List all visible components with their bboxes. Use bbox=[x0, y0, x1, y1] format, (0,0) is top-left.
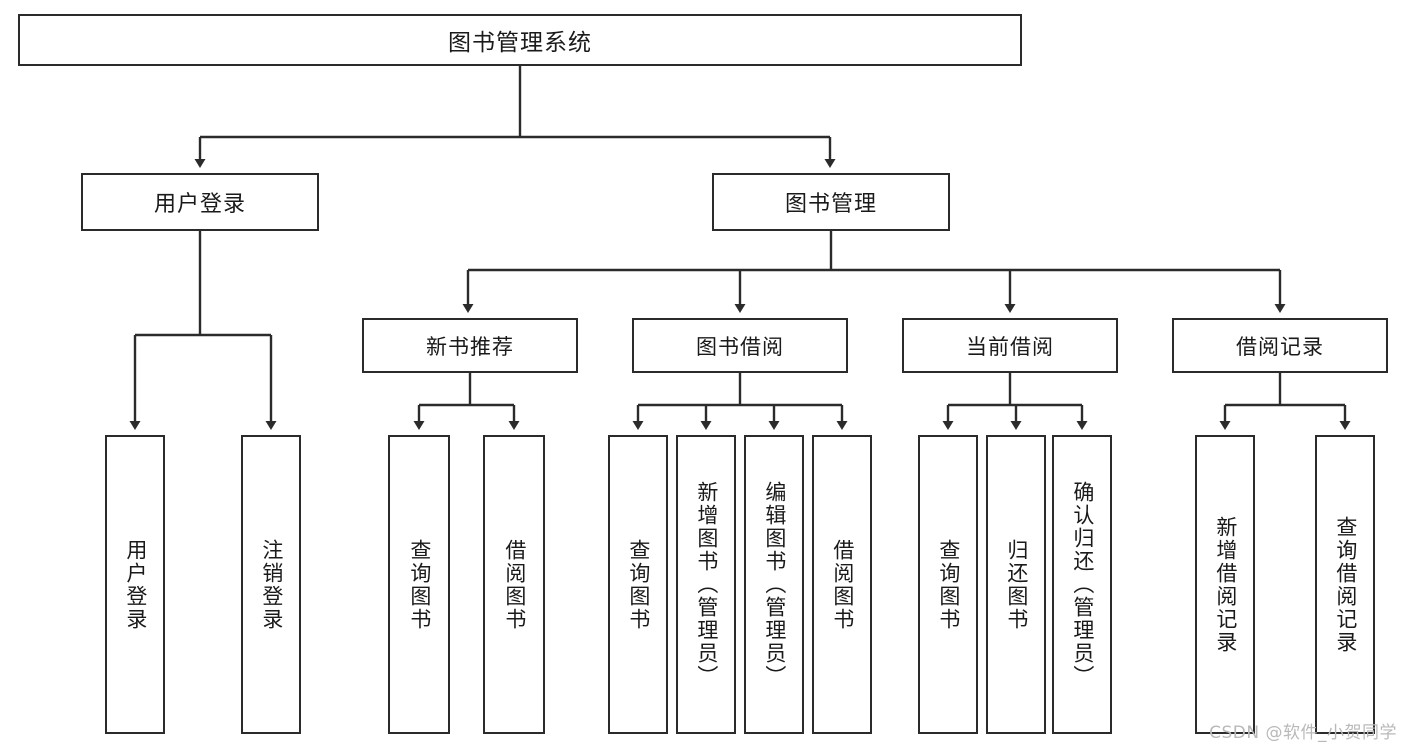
node-root[interactable]: 图书管理系统 bbox=[18, 14, 1022, 66]
node-label: 图书管理 bbox=[784, 192, 877, 217]
node-borrow-record[interactable]: 借阅记录 bbox=[1172, 318, 1388, 373]
node-leaf-add-record[interactable]: 新增借阅记录 bbox=[1195, 435, 1255, 734]
node-label: 图书借阅 bbox=[696, 334, 784, 359]
node-label: 借阅图书 bbox=[830, 538, 855, 631]
node-leaf-return-book[interactable]: 归还图书 bbox=[986, 435, 1046, 734]
node-current-borrow[interactable]: 当前借阅 bbox=[902, 318, 1118, 373]
node-label: 用户登录 bbox=[123, 538, 148, 631]
node-leaf-query-book-1[interactable]: 查询图书 bbox=[388, 435, 450, 734]
node-leaf-borrow-book-2[interactable]: 借阅图书 bbox=[812, 435, 872, 734]
node-label: 查询图书 bbox=[626, 538, 651, 631]
node-label: 查询借阅记录 bbox=[1333, 515, 1358, 654]
node-label: 当前借阅 bbox=[966, 334, 1054, 359]
node-leaf-user-logout[interactable]: 注销登录 bbox=[241, 435, 301, 734]
node-user-login[interactable]: 用户登录 bbox=[81, 173, 319, 231]
node-root-label: 图书管理系统 bbox=[448, 30, 592, 56]
node-leaf-edit-book[interactable]: 编辑图书（管理员） bbox=[744, 435, 804, 734]
node-leaf-query-book-2[interactable]: 查询图书 bbox=[608, 435, 668, 734]
node-leaf-query-record[interactable]: 查询借阅记录 bbox=[1315, 435, 1375, 734]
node-leaf-borrow-book-1[interactable]: 借阅图书 bbox=[483, 435, 545, 734]
node-label: 新书推荐 bbox=[426, 334, 514, 359]
node-label: 借阅图书 bbox=[502, 538, 527, 631]
node-label: 编辑图书（管理员） bbox=[762, 481, 787, 688]
node-new-book-recommend[interactable]: 新书推荐 bbox=[362, 318, 578, 373]
node-label: 查询图书 bbox=[936, 538, 961, 631]
watermark: CSDN @软件_小贺同学 bbox=[1209, 723, 1397, 743]
node-label: 确认归还（管理员） bbox=[1070, 481, 1095, 688]
node-leaf-confirm-return[interactable]: 确认归还（管理员） bbox=[1052, 435, 1112, 734]
node-book-manage[interactable]: 图书管理 bbox=[712, 173, 950, 231]
node-leaf-query-book-3[interactable]: 查询图书 bbox=[918, 435, 978, 734]
node-leaf-user-login[interactable]: 用户登录 bbox=[105, 435, 165, 734]
node-label: 新增借阅记录 bbox=[1213, 515, 1238, 654]
node-book-borrow[interactable]: 图书借阅 bbox=[632, 318, 848, 373]
node-label: 注销登录 bbox=[259, 538, 284, 631]
node-leaf-add-book[interactable]: 新增图书（管理员） bbox=[676, 435, 736, 734]
node-label: 查询图书 bbox=[407, 538, 432, 631]
node-label: 用户登录 bbox=[153, 192, 246, 217]
node-label: 借阅记录 bbox=[1236, 334, 1324, 359]
node-label: 归还图书 bbox=[1004, 538, 1029, 631]
node-label: 新增图书（管理员） bbox=[694, 481, 719, 688]
